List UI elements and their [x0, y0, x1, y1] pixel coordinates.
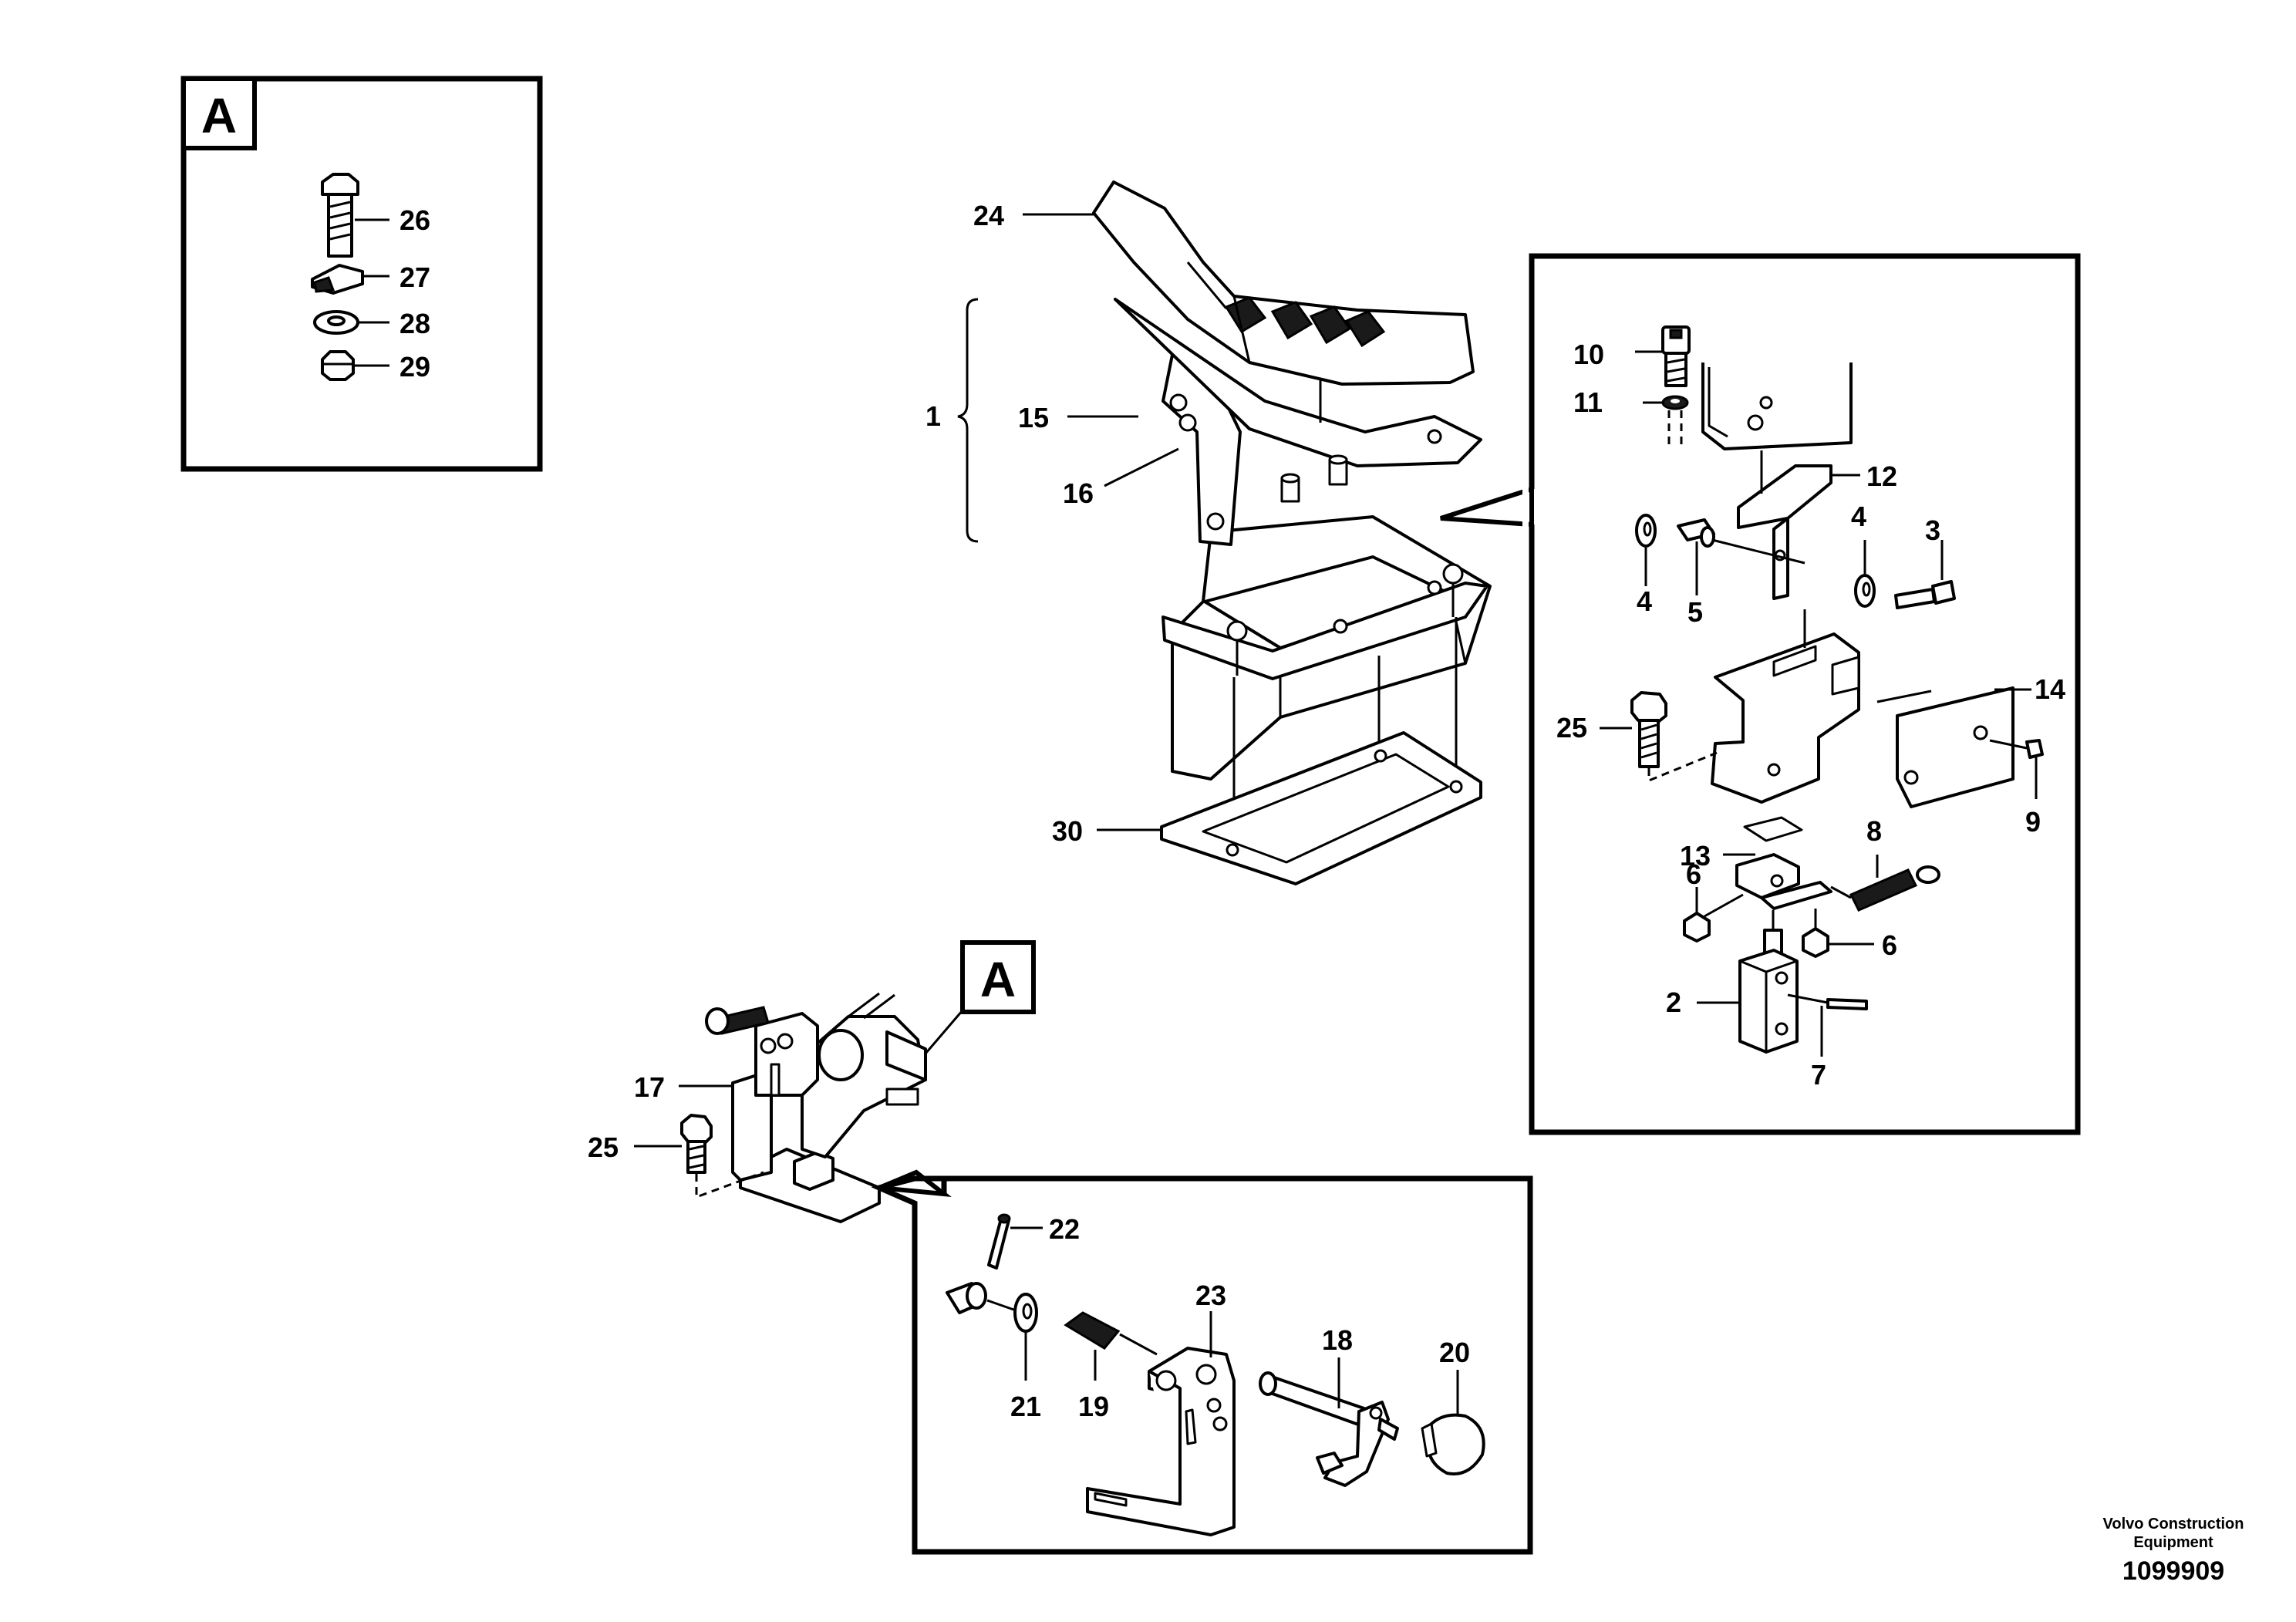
switch-2: [1697, 910, 1799, 1054]
screw-7: [1787, 993, 1868, 1057]
callout-20: 20: [1439, 1337, 1470, 1368]
callout-30: 30: [1052, 815, 1083, 847]
footer: Volvo Construction Equipment 1099909: [2103, 1516, 2244, 1586]
assembly-brace: [957, 298, 979, 543]
washer-4-right: [1854, 540, 1876, 608]
washer-11: [1643, 395, 1689, 444]
callout-26: 26: [400, 204, 430, 236]
callout-23: 23: [1195, 1280, 1226, 1311]
screw-6-right: [1802, 909, 1874, 958]
bolt-26: [321, 173, 389, 258]
callout-12: 12: [1866, 460, 1897, 492]
callout-17: 17: [634, 1071, 665, 1103]
callout-24: 24: [973, 200, 1004, 231]
bolt-25-right: [1600, 691, 1718, 783]
callout-5: 5: [1687, 596, 1703, 628]
callout-14: 14: [2035, 673, 2065, 705]
bushing-21: [946, 1282, 1038, 1381]
callout-4-right: 4: [1851, 501, 1866, 532]
mount-switch-body: [801, 1015, 927, 1158]
callout-11: 11: [1573, 386, 1603, 418]
switch-detail: 10 11 12 4 3 4 5 14 25 9 13 8 6 6 2 7: [1440, 253, 2081, 1135]
bracket-23: [1086, 1311, 1236, 1536]
top-plate-corner: [1701, 363, 1853, 450]
knob-20: [1421, 1370, 1485, 1475]
callout-16: 16: [1063, 477, 1094, 509]
callout-9: 9: [2025, 806, 2041, 838]
washer-28: [313, 310, 389, 335]
cover-plate: [1743, 816, 1803, 842]
detail-a-flag-label: A: [980, 952, 1016, 1007]
nut-29: [321, 350, 389, 381]
detail-a-inset: A 26 27 28 29: [180, 76, 543, 472]
actuator-13: [1723, 853, 1832, 910]
callout-25-right: 25: [1556, 712, 1587, 744]
callout-18: 18: [1322, 1324, 1353, 1356]
shaft-18: [1259, 1357, 1399, 1487]
callout-2: 2: [1666, 986, 1681, 1018]
screw-10: [1635, 325, 1691, 387]
company-name-line2: Equipment: [2133, 1534, 2213, 1551]
callout-22: 22: [1049, 1213, 1080, 1245]
studs: [1280, 454, 1348, 503]
housing-bracket-14: [1711, 609, 2031, 808]
pedal-assembly: 24 1 15 16 30: [925, 180, 1492, 885]
callout-10: 10: [1573, 339, 1604, 370]
callout-6-right: 6: [1882, 929, 1897, 961]
callout-25-left: 25: [588, 1131, 619, 1163]
pedal-plate: [1114, 298, 1482, 467]
screw-6-left: [1683, 887, 1744, 943]
callout-4-left: 4: [1637, 585, 1652, 617]
callout-3: 3: [1925, 514, 1940, 546]
callout-28: 28: [400, 308, 430, 339]
callout-8: 8: [1866, 815, 1882, 847]
base-flange: [1161, 582, 1489, 680]
callout-13: 13: [1680, 840, 1711, 872]
callout-29: 29: [400, 351, 430, 383]
callout-19: 19: [1078, 1391, 1109, 1422]
callout-1: 1: [925, 400, 941, 432]
callout-21: 21: [1010, 1391, 1041, 1422]
mount-knob: [818, 1029, 864, 1081]
switch-mount: A 17 25: [588, 940, 1036, 1223]
detail-a-label: A: [201, 88, 237, 143]
screw-9: [1989, 739, 2044, 799]
spring-19: [1064, 1311, 1158, 1381]
exploded-detail: 22 23 18 20 21 19: [871, 1169, 1533, 1555]
company-name-line1: Volvo Construction: [2103, 1516, 2244, 1533]
bolt-3: [1894, 540, 1956, 609]
callout-7: 7: [1811, 1059, 1826, 1091]
callout-27: 27: [400, 261, 430, 293]
bracket-12: [1737, 450, 1860, 600]
spacer-5: [1677, 518, 1805, 595]
spring-8: [1830, 855, 1940, 912]
pin-22: [987, 1213, 1043, 1270]
pedal-24: [1092, 180, 1475, 386]
washer-4-left: [1635, 514, 1657, 586]
clip-27: [311, 264, 389, 295]
drawing-number: 1099909: [2122, 1556, 2224, 1586]
callout-6-left: 6: [1686, 858, 1701, 890]
bolt-25-left: [634, 1114, 764, 1199]
callout-15: 15: [1018, 402, 1049, 433]
